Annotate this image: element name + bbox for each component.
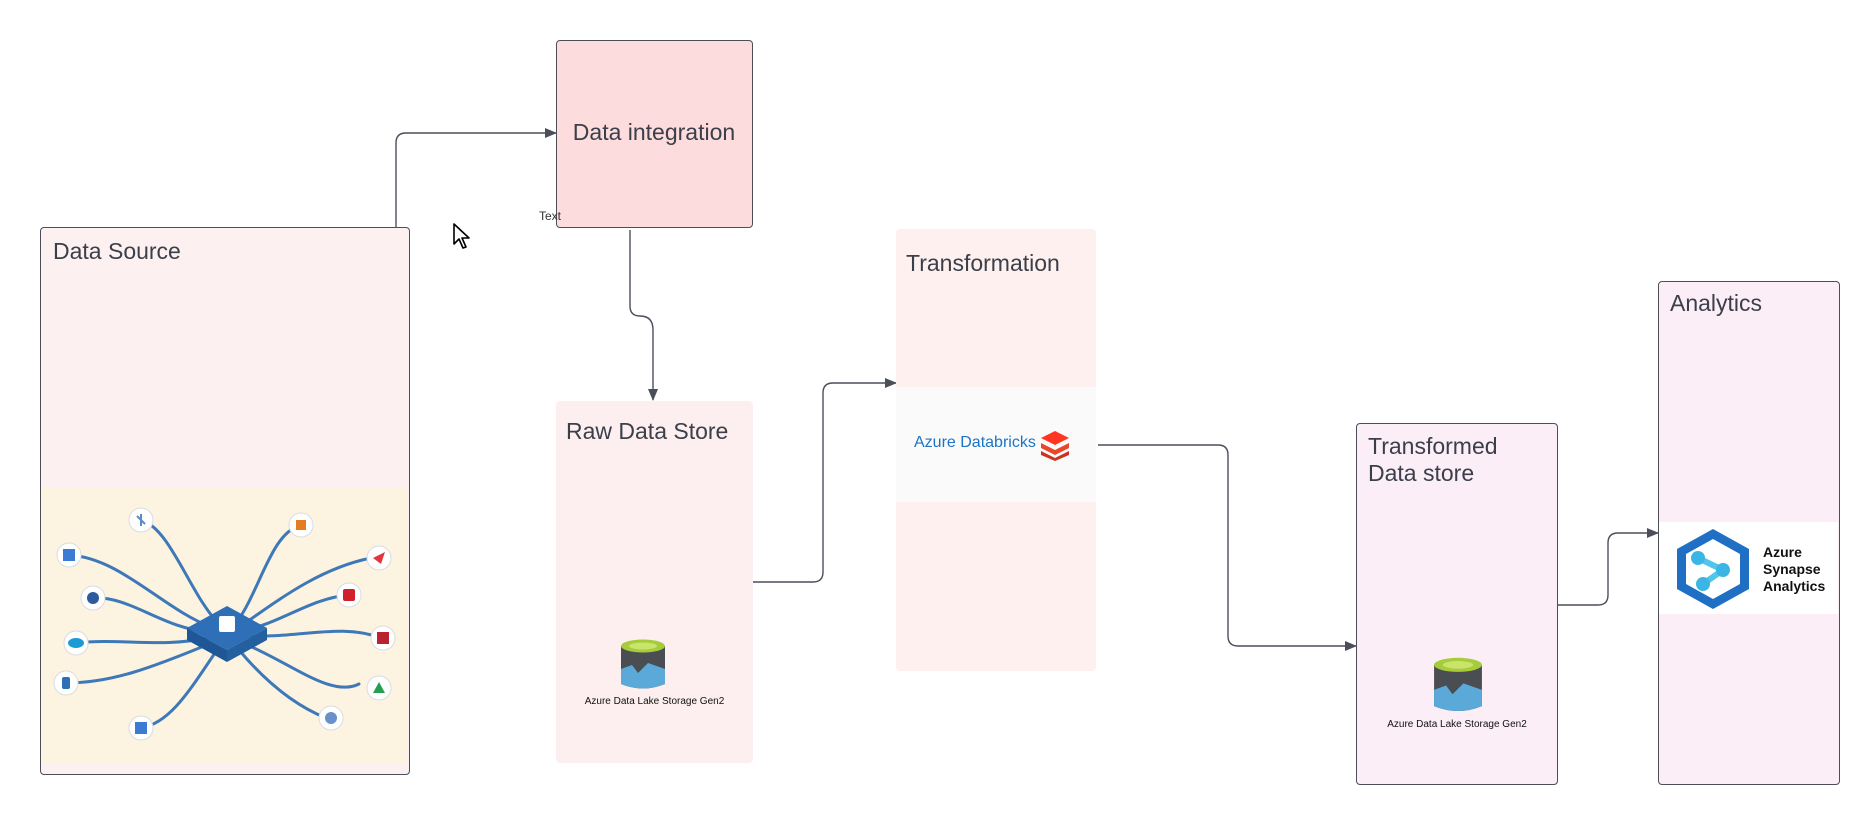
data-integration-title: Data integration: [572, 119, 736, 145]
databricks-panel: Azure Databricks: [896, 387, 1096, 502]
connector-raw-to-transformation[interactable]: [752, 378, 897, 583]
synapse-panel: Azure Synapse Analytics: [1659, 522, 1838, 614]
transformed-data-store-title-line1: Transformed: [1368, 433, 1498, 459]
analytics-node[interactable]: Analytics Azure Synapse Analytics: [1658, 281, 1840, 785]
databricks-label: Azure Databricks: [914, 434, 1036, 451]
synapse-label-line1: Azure: [1763, 544, 1802, 560]
cursor-arrow-icon: [453, 223, 470, 249]
data-integration-node[interactable]: Data integration: [556, 40, 753, 228]
free-text-label[interactable]: Text: [539, 209, 562, 223]
synapse-icon: [1677, 529, 1749, 609]
connector-source-to-integration[interactable]: [395, 128, 557, 228]
data-source-title: Data Source: [53, 238, 181, 264]
data-hub-icon: [53, 507, 396, 741]
raw-data-store-title: Raw Data Store: [566, 418, 729, 444]
azure-data-lake-icon: [621, 639, 665, 689]
transformation-title: Transformation: [906, 250, 1060, 276]
transformed-data-store-node[interactable]: Transformed Data store Azure Data Lake S…: [1356, 423, 1558, 785]
transformed-data-store-title-line2: Data store: [1368, 460, 1475, 486]
data-hub-panel: [41, 488, 408, 763]
databricks-icon: [1041, 431, 1069, 461]
synapse-label-line2: Synapse: [1763, 561, 1821, 577]
raw-data-store-caption: Azure Data Lake Storage Gen2: [584, 696, 725, 707]
raw-data-store-node[interactable]: Raw Data Store Azure Data Lake Storage G…: [556, 401, 753, 763]
transformed-data-store-caption: Azure Data Lake Storage Gen2: [1387, 719, 1527, 730]
azure-data-lake-icon: [1434, 657, 1482, 712]
transformation-node[interactable]: Transformation Azure Databricks: [896, 229, 1096, 671]
data-source-node[interactable]: Data Source: [40, 227, 410, 775]
connector-transformed-to-analytics[interactable]: [1558, 528, 1659, 606]
connector-transformation-to-transformed[interactable]: [1098, 444, 1357, 651]
synapse-label-line3: Analytics: [1763, 578, 1826, 594]
connector-integration-to-raw[interactable]: [629, 230, 658, 401]
analytics-title: Analytics: [1670, 290, 1763, 316]
